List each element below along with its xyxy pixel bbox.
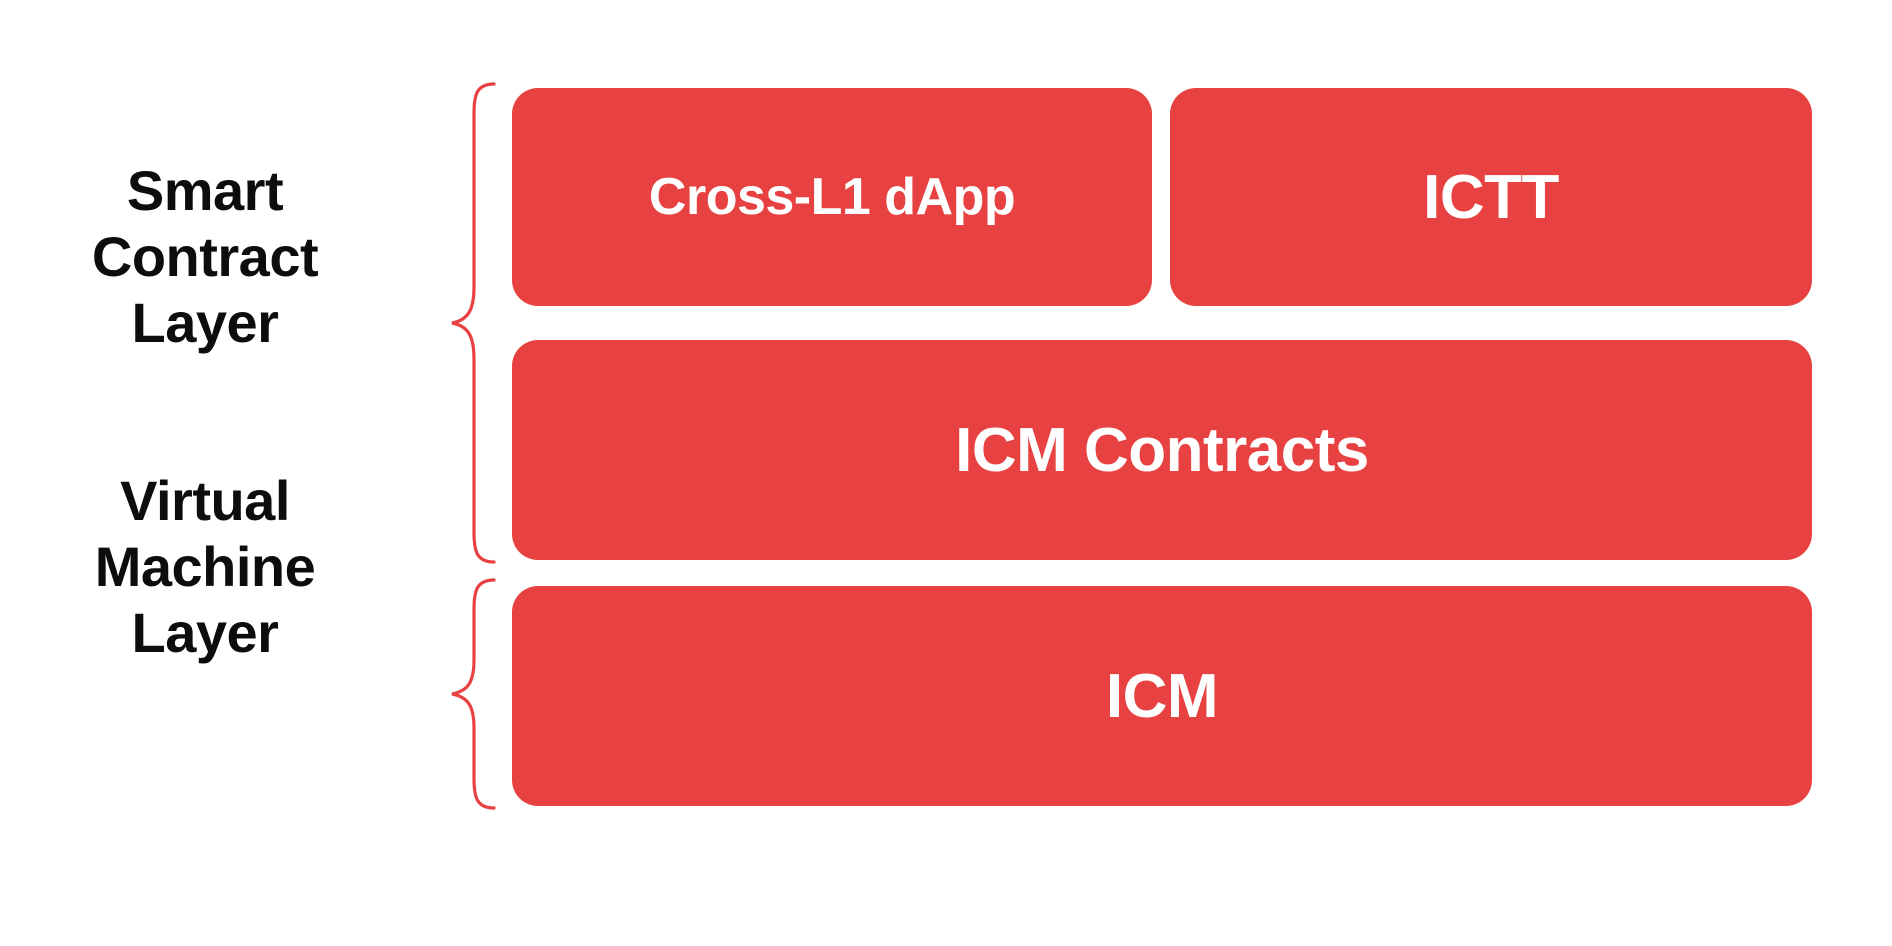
box-icm[interactable]: ICM [512, 586, 1812, 806]
brace-smart-contract-layer [450, 82, 496, 564]
box-label-icm: ICM [1105, 661, 1219, 731]
box-ictt[interactable]: ICTT [1170, 88, 1812, 306]
box-icm-contracts[interactable]: ICM Contracts [512, 340, 1812, 560]
group-label-smart-contract-layer: Smart Contract Layer [91, 159, 319, 355]
brace-virtual-machine-layer [450, 578, 496, 810]
box-label-cross-l1-dapp: Cross-L1 dApp [648, 168, 1016, 226]
group-label-virtual-machine-layer: Virtual Machine Layer [94, 469, 316, 665]
box-label-ictt: ICTT [1423, 162, 1559, 232]
box-label-icm-contracts: ICM Contracts [955, 415, 1369, 485]
box-cross-l1-dapp[interactable]: Cross-L1 dApp [512, 88, 1152, 306]
